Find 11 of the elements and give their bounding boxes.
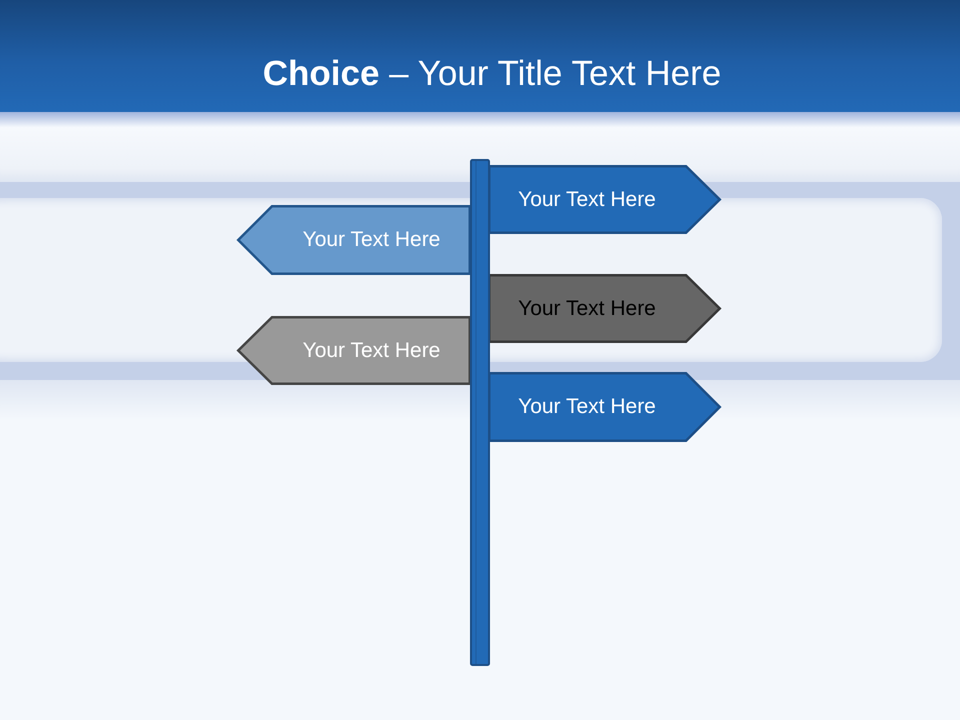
slide-title: Choice – Your Title Text Here <box>262 53 722 95</box>
arrow-signboard <box>488 165 721 234</box>
sign-text: Your Text Here <box>518 186 656 212</box>
arrow-signboard <box>237 316 471 385</box>
sign-text: Your Text Here <box>302 227 440 253</box>
arrow-signboard <box>488 372 721 442</box>
arrow-signboard <box>488 274 721 343</box>
arrow-signboard <box>237 205 471 275</box>
sign-text: Your Text Here <box>518 394 656 420</box>
sign-text: Your Text Here <box>302 338 440 364</box>
sign-text: Your Text Here <box>518 296 656 322</box>
